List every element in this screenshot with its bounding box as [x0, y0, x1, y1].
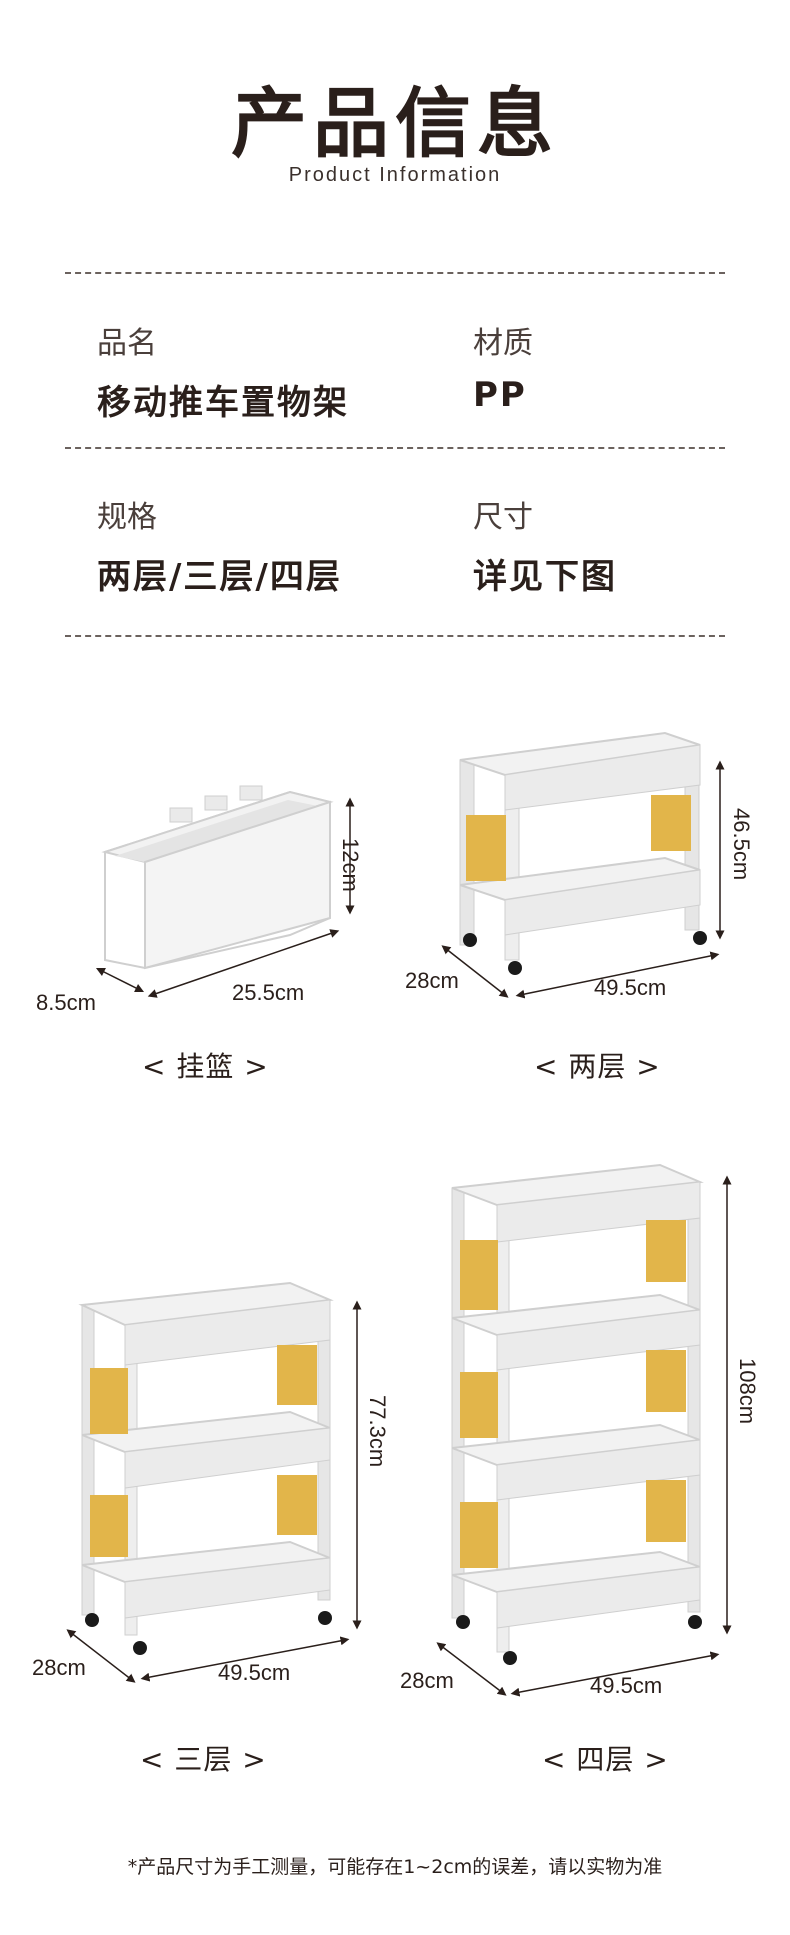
four-tier-cart-illustration — [451, 1163, 704, 1665]
basket-height-label: 12cm — [338, 838, 363, 892]
footer-note: *产品尺寸为手工测量，可能存在1~2cm的误差，请以实物为准 — [127, 1856, 663, 1878]
two-tier-width-label: 49.5cm — [594, 975, 667, 1000]
two-tier-height-label: 46.5cm — [729, 808, 754, 881]
spec-label-size: 尺寸 — [473, 500, 533, 535]
three-tier-cart-illustration — [78, 1281, 334, 1655]
dimension-line — [66, 1629, 136, 1683]
basket-depth-label: 8.5cm — [36, 990, 96, 1015]
dimension-line — [436, 1642, 507, 1696]
two-tier-caption: < 两层 > — [534, 1050, 661, 1083]
spec-value-name: 移动推车置物架 — [97, 383, 349, 423]
spec-value-size: 详见下图 — [473, 557, 617, 597]
dimension-line — [515, 951, 720, 999]
three-tier-height-label: 77.3cm — [365, 1395, 390, 1468]
four-tier-depth-label: 28cm — [400, 1668, 454, 1693]
basket-illustration — [101, 785, 334, 970]
three-tier-caption: < 三层 > — [140, 1743, 267, 1776]
three-tier-width-label: 49.5cm — [218, 1660, 291, 1685]
four-tier-height-label: 108cm — [735, 1358, 760, 1425]
dimension-line — [441, 945, 509, 998]
basket-width-label: 25.5cm — [232, 980, 305, 1005]
two-tier-depth-label: 28cm — [405, 968, 459, 993]
page-subtitle: Product Information — [288, 164, 502, 186]
spec-label-material: 材质 — [473, 326, 533, 361]
divider — [65, 635, 725, 637]
dimension-line — [147, 929, 340, 998]
dimension-line — [510, 1651, 720, 1697]
divider — [65, 447, 725, 449]
page-title: 产品信息 — [231, 79, 559, 168]
dimension-line — [95, 967, 145, 993]
three-tier-depth-label: 28cm — [32, 1655, 86, 1680]
dimension-line — [140, 1636, 350, 1682]
four-tier-caption: < 四层 > — [542, 1743, 669, 1776]
four-tier-width-label: 49.5cm — [590, 1673, 663, 1698]
basket-caption: < 挂篮 > — [142, 1050, 269, 1083]
spec-value-material: PP — [473, 375, 527, 415]
spec-value-spec: 两层/三层/四层 — [97, 557, 342, 597]
spec-label-spec: 规格 — [97, 500, 157, 535]
two-tier-cart-illustration — [459, 731, 707, 975]
divider — [65, 272, 725, 274]
spec-label-name: 品名 — [97, 326, 157, 361]
